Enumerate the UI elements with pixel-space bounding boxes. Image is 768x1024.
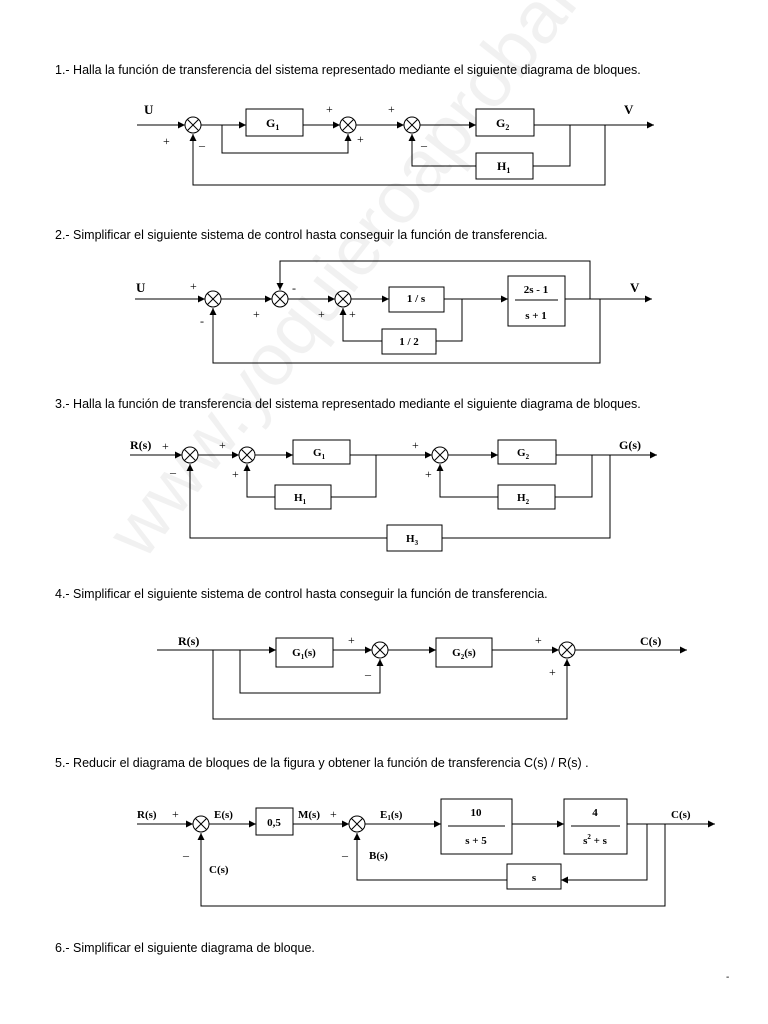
question-2-text: 2.- Simplificar el siguiente sistema de … (55, 228, 548, 242)
d2-sign: - (292, 281, 296, 295)
summing-junction (558, 641, 576, 659)
d2-input-label: U (136, 280, 146, 295)
d1-sign: + (357, 132, 364, 146)
d2-sign: + (318, 307, 325, 321)
d5-signal-e1: E1(s) (380, 809, 403, 822)
d5-signal-cs: C(s) (209, 864, 229, 876)
d5-block-feedback: s (532, 872, 537, 884)
question-4-text: 4.- Simplificar el siguiente sistema de … (55, 587, 548, 601)
d1-block-g1: G1 (266, 116, 279, 132)
d1-output-label: V (624, 102, 634, 117)
d3-sign: + (425, 467, 432, 481)
d4-input-label: R(s) (178, 634, 199, 648)
d1-block-h1: H1 (497, 159, 510, 175)
d3-sign: – (169, 465, 177, 479)
d5-input-label: R(s) (137, 809, 157, 821)
d2-sign: - (200, 314, 204, 328)
d5-block-tf1-num: 10 (471, 807, 483, 819)
d3-block-g2: G2 (517, 447, 530, 461)
d3-block-h2: H2 (517, 492, 530, 506)
d3-block-g1: G1 (313, 447, 326, 461)
summing-junction (181, 446, 199, 464)
d2-block-gain: 1 / 2 (399, 336, 419, 348)
summing-junction (431, 446, 449, 464)
d1-sign: + (388, 102, 395, 116)
d4-sign: + (549, 665, 556, 679)
d5-signal-ms: M(s) (298, 809, 320, 821)
d3-block-h1: H1 (294, 492, 307, 506)
summing-junction (348, 815, 366, 833)
d4-sign: + (348, 633, 355, 647)
summing-junction (334, 290, 352, 308)
d3-block-h3: H3 (406, 533, 419, 547)
d5-signal-es: E(s) (214, 809, 233, 821)
summing-junction (339, 116, 357, 134)
d5-signal-bs: B(s) (369, 850, 388, 862)
footer-mark: - (726, 972, 730, 983)
d4-sign: – (364, 667, 372, 681)
diagram-1 (137, 108, 654, 186)
d1-sign: – (198, 138, 206, 152)
d5-sign: – (182, 848, 190, 862)
d3-input-label: R(s) (130, 438, 151, 452)
diagram-4 (157, 637, 687, 720)
d2-sign: + (190, 279, 197, 293)
d2-sign: + (253, 307, 260, 321)
d1-input-label: U (144, 102, 154, 117)
question-3-text: 3.- Halla la función de transferencia de… (55, 397, 641, 411)
d2-output-label: V (630, 280, 640, 295)
d5-block-tf2-den: s2 + s (583, 833, 608, 847)
summing-junction (371, 641, 389, 659)
summing-junction (271, 290, 289, 308)
summing-junction (184, 116, 202, 134)
d2-block-integrator: 1 / s (407, 293, 426, 305)
d3-sign: + (219, 438, 226, 452)
d1-block-g2: G2 (496, 116, 509, 132)
d5-sign: + (172, 807, 179, 821)
d2-sign: + (349, 307, 356, 321)
d1-sign: – (420, 138, 428, 152)
summing-junction (403, 116, 421, 134)
d2-block-tf-num: 2s - 1 (524, 284, 548, 296)
d1-sign: + (326, 102, 333, 116)
d3-sign: + (232, 467, 239, 481)
d5-block-gain: 0,5 (267, 817, 281, 829)
summing-junction (192, 815, 210, 833)
d5-sign: – (341, 848, 349, 862)
d2-block-tf-den: s + 1 (525, 310, 547, 322)
d4-block-g2: G2(s) (452, 647, 476, 661)
diagram-2 (135, 260, 652, 364)
diagram-3 (130, 439, 657, 552)
d3-sign: + (162, 439, 169, 453)
question-5-text: 5.- Reducir el diagrama de bloques de la… (55, 756, 589, 770)
summing-junction (204, 290, 222, 308)
d4-block-g1: G1(s) (292, 647, 316, 661)
d5-sign: + (330, 807, 337, 821)
d3-sign: + (412, 438, 419, 452)
d5-block-tf2-num: 4 (592, 807, 598, 819)
d4-sign: + (535, 633, 542, 647)
question-1-text: 1.- Halla la función de transferencia de… (55, 63, 641, 77)
d1-sign: + (163, 134, 170, 148)
d3-output-label: G(s) (619, 438, 641, 452)
d5-block-tf1-den: s + 5 (465, 835, 487, 847)
diagram-5 (137, 798, 715, 907)
d5-output-label: C(s) (671, 809, 691, 821)
question-6-text: 6.- Simplificar el siguiente diagrama de… (55, 941, 315, 955)
d4-output-label: C(s) (640, 634, 661, 648)
summing-junction (238, 446, 256, 464)
